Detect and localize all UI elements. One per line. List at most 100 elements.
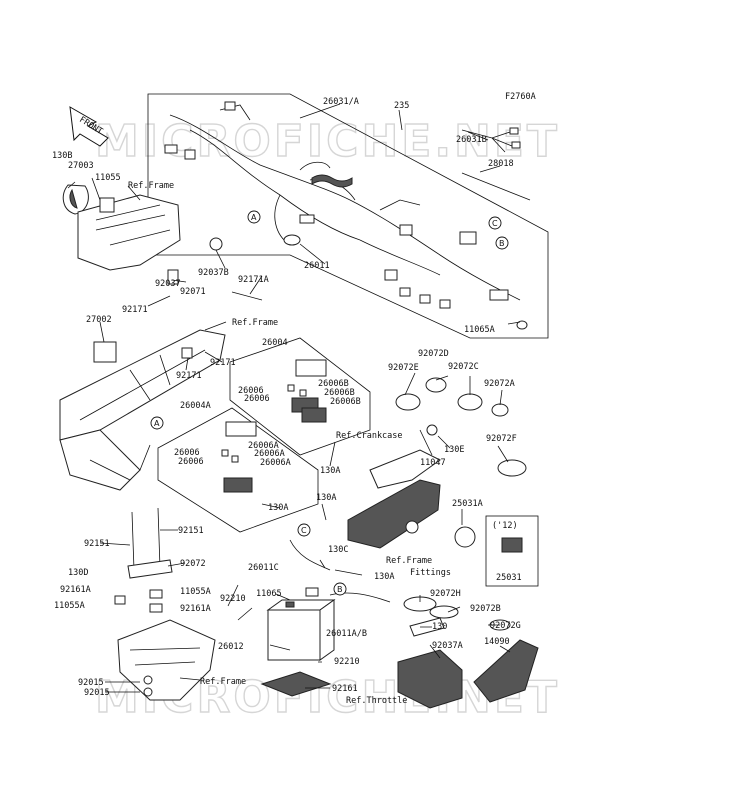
callout-b-1-label: B [499, 239, 505, 248]
label-27002: 27002 [86, 315, 112, 325]
label-92072g: 92072G [490, 621, 521, 631]
part-labels: 26031/A 235 26031B 28018 130B 27003 1105… [52, 97, 522, 706]
relay-box-a-outline [157, 407, 319, 533]
label-92161a-2: 92161A [180, 604, 211, 614]
label-ref-frame-3: Ref.Frame [386, 556, 432, 566]
label-130c: 130C [328, 545, 348, 555]
label-26006-1: 26006 [238, 386, 264, 396]
battery-26012 [266, 599, 336, 661]
cable-26011c [289, 539, 331, 571]
part-25031 [501, 537, 523, 553]
wire-28018 [461, 172, 531, 201]
throttle-assembly [397, 617, 463, 709]
label-92037a: 92037A [432, 641, 463, 651]
callout-a-2 [150, 416, 164, 430]
relay-27002 [93, 341, 117, 363]
label-92171-2: 92171 [210, 358, 236, 368]
label-fittings: Fittings [410, 568, 451, 578]
label-92171-1: 92171 [122, 305, 148, 315]
label-28018: 28018 [488, 159, 514, 169]
frame-bottom-left [117, 619, 216, 701]
callout-b-1 [495, 236, 509, 250]
label-25031: 25031 [496, 573, 522, 583]
label-26011: 26011 [304, 261, 330, 271]
label-130a-2: 130A [268, 503, 288, 513]
label-26011ab: 26011A/B [326, 629, 367, 639]
label-ref-throttle: Ref.Throttle [346, 696, 407, 706]
callout-circles: A B C A B C [150, 210, 509, 596]
label-11055a-1: 11055A [180, 587, 211, 597]
callout-c-2-label: C [301, 526, 307, 535]
frame-top-left [77, 194, 181, 271]
label-92151-1: 92151 [178, 526, 204, 536]
callout-c-1-label: C [492, 219, 498, 228]
label-11047: 11047 [420, 458, 446, 468]
label-130e: 130E [444, 445, 464, 455]
label-92171-3: 92171 [176, 371, 202, 381]
cover-14090 [473, 639, 539, 703]
label-26006b-2: 26006B [324, 388, 355, 398]
label-11065a: 11065A [464, 325, 495, 335]
label-92015-1: 92015 [78, 678, 104, 688]
cable-26011ab [329, 592, 391, 603]
callout-c-2 [297, 523, 311, 537]
callout-b-2 [333, 582, 347, 596]
label-92171a: 92171A [238, 275, 269, 285]
figure-code: F2760A [505, 92, 536, 102]
label-26006-2: 26006 [244, 394, 270, 404]
relays-26004 [287, 359, 327, 423]
label-92210-1: 92210 [220, 594, 246, 604]
label-ref-frame-2: Ref.Frame [232, 318, 278, 328]
callout-a-2-label: A [154, 419, 160, 428]
callout-a-1 [247, 210, 261, 224]
label-130: 130 [432, 622, 447, 632]
label-26012: 26012 [218, 642, 244, 652]
label-130a-1: 130A [320, 466, 340, 476]
year-note: ('12) [492, 521, 518, 531]
relay-box-outline [229, 337, 371, 456]
label-92161: 92161 [332, 684, 358, 694]
label-130a-3: 130A [316, 493, 336, 503]
label-26006-3: 26006 [174, 448, 200, 458]
label-26011c: 26011C [248, 563, 279, 573]
frame-middle [59, 329, 226, 491]
plate-92072 [127, 559, 173, 579]
label-14090: 14090 [484, 637, 510, 647]
label-ref-crankcase: Ref.Crankcase [336, 431, 403, 441]
label-26004a: 26004A [180, 401, 211, 411]
part-92171a [231, 291, 263, 301]
label-92072h: 92072H [430, 589, 461, 599]
year-note-box [485, 515, 539, 587]
label-11055a-2: 11055A [54, 601, 85, 611]
label-26004: 26004 [262, 338, 288, 348]
label-92072c: 92072C [448, 362, 479, 372]
callout-a-1-label: A [251, 213, 257, 222]
label-25031a: 25031A [452, 499, 483, 509]
label-ref-frame-4: Ref.Frame [200, 677, 246, 687]
front-arrow-icon: FRONT [69, 106, 109, 147]
strap-92151 [131, 507, 161, 571]
pad-92161 [260, 671, 332, 697]
callout-c-1 [488, 216, 502, 230]
label-27003: 27003 [68, 161, 94, 171]
label-26006a-3: 26006A [260, 458, 291, 468]
label-92072e: 92072E [388, 363, 419, 373]
relays-26004a [221, 421, 257, 493]
frame-fittings [347, 479, 441, 549]
callout-b-2-label: B [337, 585, 343, 594]
sub-harness-26031b [461, 127, 521, 153]
label-92210-2: 92210 [334, 657, 360, 667]
part-25031a [454, 526, 476, 548]
label-11065: 11065 [256, 589, 282, 599]
part-92037 [167, 269, 179, 285]
label-235: 235 [394, 101, 409, 111]
label-92072f: 92072F [486, 434, 517, 444]
main-wire-harness [164, 101, 528, 330]
label-26031b: 26031B [456, 135, 487, 145]
watermark-top: MICROFICHE.NET [95, 116, 560, 167]
label-92037b: 92037B [198, 268, 229, 278]
part-92037b [209, 237, 223, 251]
label-26006-4: 26006 [178, 457, 204, 467]
label-92037: 92037 [155, 279, 181, 289]
label-92015-2: 92015 [84, 688, 110, 698]
